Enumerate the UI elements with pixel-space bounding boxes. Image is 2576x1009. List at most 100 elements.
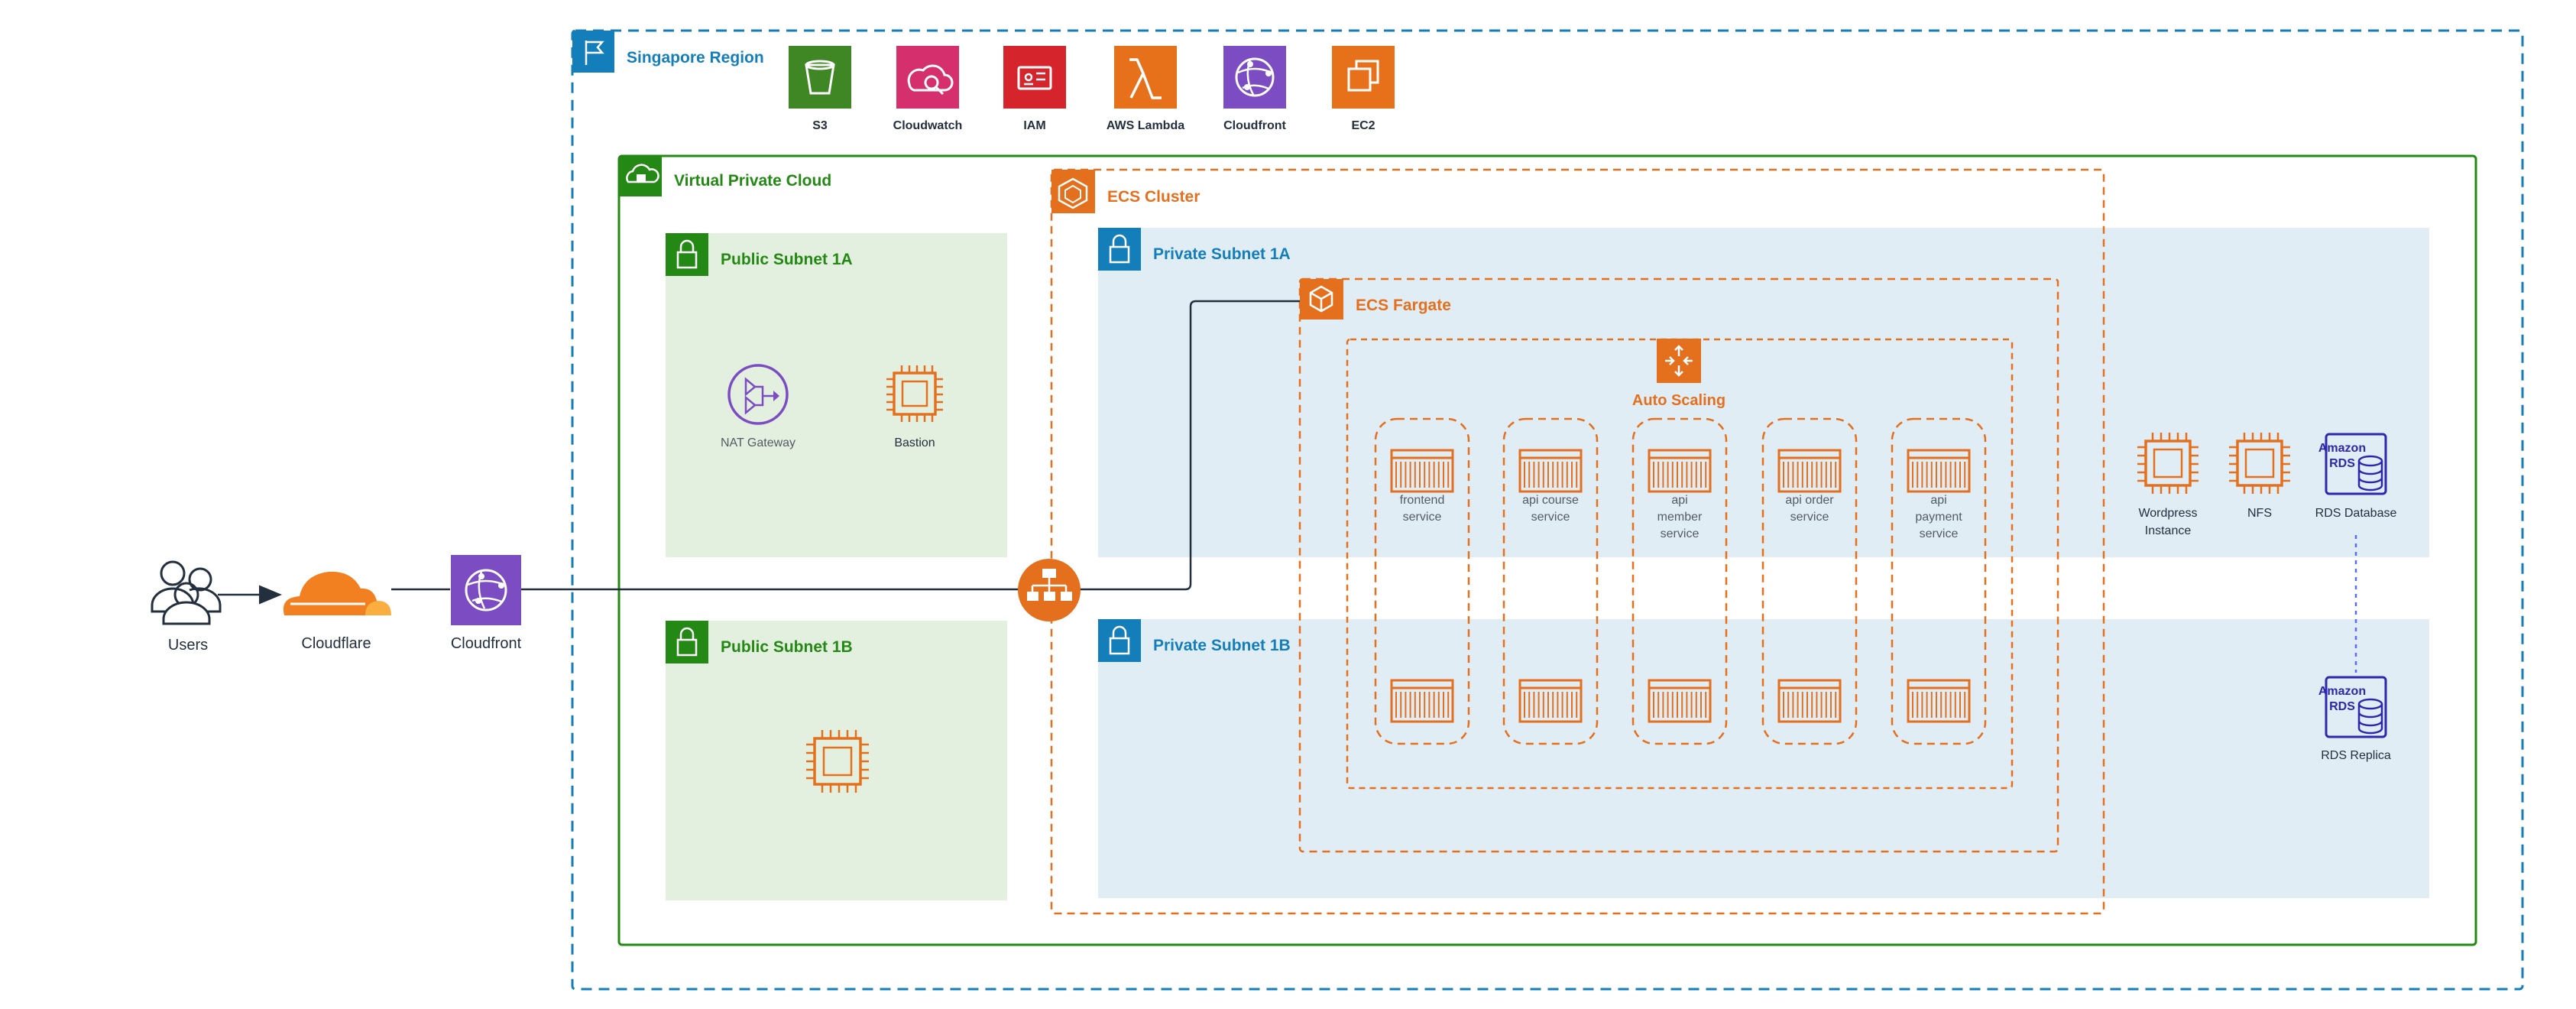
rds-badge-text: RDS — [2329, 457, 2355, 470]
cloudflare-icon — [283, 571, 391, 615]
region-title: Singapore Region — [627, 49, 764, 67]
bastion: Bastion — [886, 365, 943, 449]
public-subnet-1b: Public Subnet 1B — [666, 621, 1007, 900]
rds-badge-text: RDS — [2329, 700, 2355, 713]
ecs-service-label: service — [1531, 511, 1570, 524]
ecs-service-border — [1631, 417, 1728, 745]
subnet-title: Public Subnet 1A — [721, 251, 853, 268]
s3-bucket-icon — [789, 46, 851, 109]
bastion-label: Bastion — [894, 436, 935, 449]
service-label: AWS Lambda — [1107, 119, 1184, 132]
nat-gateway: NAT Gateway — [721, 364, 795, 449]
rds-replica-label: RDS Replica — [2321, 749, 2391, 762]
ec2-chip-icon — [2137, 433, 2199, 494]
subnet-title: Private Subnet 1B — [1153, 637, 1291, 654]
ecs-service-label: service — [1790, 511, 1829, 524]
ecs-service-border — [1374, 417, 1470, 745]
load-balancer-to-fargate-line — [1071, 300, 1300, 591]
fargate-title: ECS Fargate — [1356, 297, 1451, 314]
cloudflare-label: Cloudflare — [301, 635, 371, 652]
ecs-cluster-title: ECS Cluster — [1107, 188, 1200, 206]
private-subnet-1b: Private Subnet 1B — [1098, 619, 2429, 898]
wordpress-label-line2: Instance — [2145, 524, 2192, 537]
users-label: Users — [168, 637, 208, 654]
ecs-service-border — [1502, 417, 1599, 745]
load-balancer — [1018, 559, 1081, 621]
rds-database-icon: Amazon RDS — [2318, 433, 2387, 495]
nfs-label: NFS — [2247, 507, 2272, 520]
ecs-task-container-icon — [1518, 449, 1583, 493]
ecs-cluster: ECS Cluster — [1050, 168, 2105, 915]
lock-icon — [666, 621, 708, 663]
vpc-cloud-icon — [619, 156, 662, 196]
ecs-task-container-icon — [1777, 679, 1842, 723]
ecs-service-label: service — [1920, 527, 1959, 540]
ecs-service-label: api — [1671, 494, 1687, 507]
subnet-title: Public Subnet 1B — [721, 638, 853, 656]
fargate-icon — [1300, 279, 1343, 320]
ec2-chip-icon — [806, 730, 869, 793]
ecs-service-label: service — [1661, 527, 1700, 540]
ecs-service-border — [1891, 417, 1987, 745]
region-border — [571, 29, 2524, 991]
nfs: NFS — [2229, 433, 2290, 520]
service-label: EC2 — [1351, 119, 1375, 132]
service-label: S3 — [812, 119, 828, 132]
users-icon-front — [162, 582, 211, 625]
ecs-service-column: api course service — [1502, 417, 1599, 745]
rds-database-label: RDS Database — [2315, 507, 2397, 520]
wordpress-label-line1: Wordpress — [2138, 507, 2197, 520]
ec2-chip-icon — [2229, 433, 2290, 494]
service-lambda: AWS Lambda — [1107, 46, 1184, 132]
rds-badge-text: Amazon — [2318, 685, 2366, 698]
ec2-icon — [1332, 46, 1395, 109]
rds-database: Amazon RDS RDS Database — [2315, 433, 2397, 520]
ecs-task-container-icon — [1518, 679, 1583, 723]
ecs-service-label: api course — [1522, 494, 1579, 507]
service-ec2: EC2 — [1332, 46, 1395, 132]
rds-replica: Amazon RDS RDS Replica — [2318, 676, 2391, 762]
nat-gateway-icon — [727, 364, 789, 425]
rds-badge-text: Amazon — [2318, 442, 2366, 455]
service-label: Cloudfront — [1223, 119, 1286, 132]
ecs-task-container-icon — [1907, 449, 1971, 493]
rds-replica-icon: Amazon RDS — [2318, 676, 2387, 738]
cloudfront: Cloudfront — [451, 555, 522, 652]
ecs-service-column: frontend service — [1374, 417, 1470, 745]
vpc-title: Virtual Private Cloud — [674, 172, 831, 190]
ec2-chip-icon — [886, 365, 943, 422]
ecs-service-label: frontend — [1400, 494, 1445, 507]
ecs-service-label: api — [1930, 494, 1946, 507]
ecs-service-border — [1761, 417, 1858, 745]
nat-gateway-label: NAT Gateway — [721, 436, 795, 449]
lock-icon — [666, 233, 708, 276]
ecs-task-container-icon — [1390, 679, 1454, 723]
public-subnet-1a: Public Subnet 1A NAT Gateway Bastion — [666, 233, 1007, 557]
cloudfront-icon — [1223, 46, 1286, 109]
vpc-group: Virtual Private Cloud — [617, 154, 2477, 946]
iam-icon — [1003, 46, 1066, 109]
users: Users — [151, 560, 222, 654]
service-s3: S3 — [789, 46, 851, 132]
cloudflare: Cloudflare — [283, 571, 391, 652]
cloudfront-label: Cloudfront — [451, 635, 522, 652]
subnet-title: Private Subnet 1A — [1153, 245, 1291, 263]
ecs-fargate: ECS Fargate — [1298, 277, 2059, 853]
ecs-task-container-icon — [1390, 449, 1454, 493]
service-cloudfront: Cloudfront — [1223, 46, 1287, 132]
service-iam: IAM — [1003, 46, 1066, 132]
lock-icon — [1098, 228, 1141, 271]
ecs-task-container-icon — [1907, 679, 1971, 723]
ecs-service-label: service — [1403, 511, 1442, 524]
auto-scaling-label: Auto Scaling — [1632, 392, 1725, 409]
ecs-task-container-icon — [1648, 679, 1712, 723]
region-flag-icon — [572, 31, 614, 73]
private-subnet-1a: Private Subnet 1A — [1098, 228, 2429, 557]
auto-scaling-group: Auto Scaling — [1346, 338, 2014, 790]
vpc-border — [617, 154, 2477, 946]
ecs-task-container-icon — [1648, 449, 1712, 493]
